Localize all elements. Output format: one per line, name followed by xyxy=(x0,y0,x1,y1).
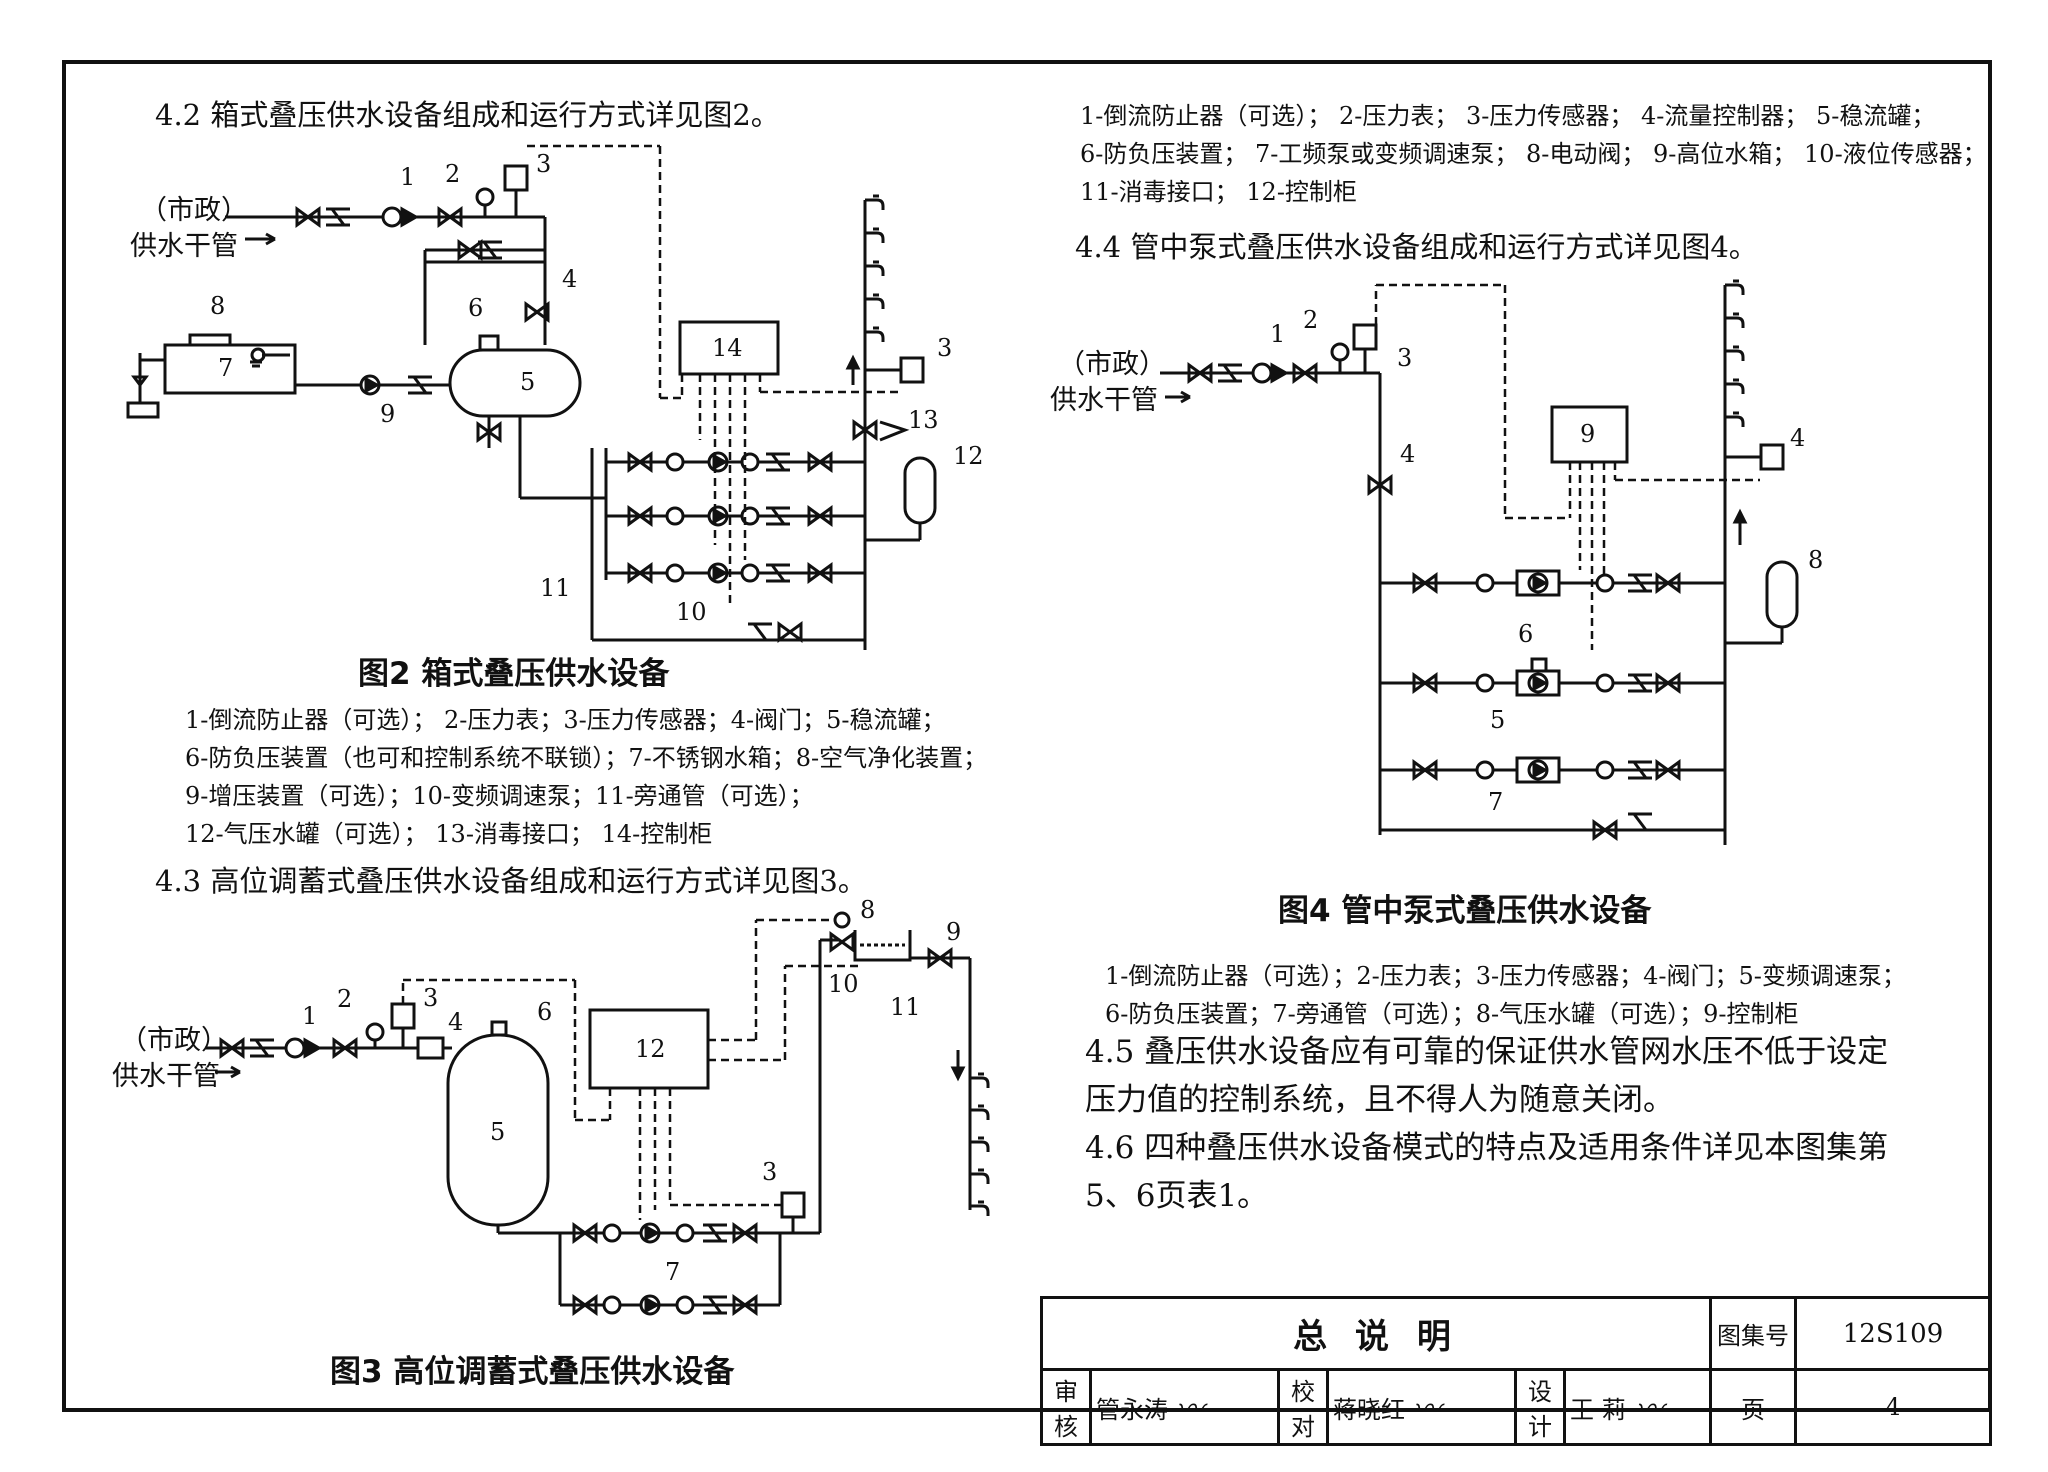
section-4-5-line-1: 4.5 叠压供水设备应有可靠的保证供水管网水压不低于设定 xyxy=(1085,1034,1889,1070)
checker-signature: 〰 xyxy=(1413,1392,1442,1425)
section-4-6-line-2: 5、6页表1。 xyxy=(1085,1178,1269,1214)
fig4-num-9: 9 xyxy=(1580,420,1596,448)
fig3-legend-line-1: 1-倒流防止器（可选）； 2-压力表； 3-压力传感器； 4-流量控制器； 5-… xyxy=(1080,102,1936,130)
fig4-num-8: 8 xyxy=(1808,546,1824,574)
fig3-num-9: 9 xyxy=(946,918,962,946)
section-4-2-heading: 4.2 箱式叠压供水设备组成和运行方式详见图2。 xyxy=(155,98,780,132)
fig2-num-12: 12 xyxy=(953,442,984,470)
fig4-caption: 图4 管中泵式叠压供水设备 xyxy=(1278,893,1652,929)
designer-signature: 〰 xyxy=(1635,1392,1664,1425)
fig2-diagram xyxy=(126,144,937,650)
fig3-num-7: 7 xyxy=(665,1258,681,1286)
fig3-diagram xyxy=(205,911,990,1316)
fig4-num-5: 5 xyxy=(1490,706,1506,734)
fig2-legend-line-2: 6-防负压装置（也可和控制系统不联锁）；7-不锈钢水箱；8-空气净化装置； xyxy=(185,744,988,772)
fig4-num-2: 2 xyxy=(1303,306,1319,334)
check-label: 校对 xyxy=(1277,1368,1329,1446)
fig3-num-12: 12 xyxy=(635,1035,666,1063)
fig2-num-4: 4 xyxy=(562,265,578,293)
fig3-num-8: 8 xyxy=(860,896,876,924)
title-block-title: 总 说 明 xyxy=(1040,1296,1712,1371)
section-4-3-heading: 4.3 高位调蓄式叠压供水设备组成和运行方式详见图3。 xyxy=(155,864,867,898)
fig4-inlet-label-bottom: 供水干管 xyxy=(1050,385,1158,416)
designer-name: 王 莉 xyxy=(1570,1396,1626,1424)
fig3-legend-line-3: 11-消毒接口； 12-控制柜 xyxy=(1080,178,1357,206)
fig2-num-5: 5 xyxy=(520,368,536,396)
fig2-num-9: 9 xyxy=(380,400,396,428)
page-label: 页 xyxy=(1709,1368,1797,1446)
design-label: 设计 xyxy=(1514,1368,1566,1446)
fig3-num-2: 2 xyxy=(337,985,353,1013)
fig3-num-10: 10 xyxy=(828,970,859,998)
fig4-num-7: 7 xyxy=(1488,788,1504,816)
fig4-num-3: 3 xyxy=(1397,344,1413,372)
fig3-legend-line-2: 6-防负压装置； 7-工频泵或变频调速泵； 8-电动阀； 9-高位水箱； 10-… xyxy=(1080,140,1987,168)
fig2-num-14: 14 xyxy=(712,334,743,362)
fig2-num-1: 1 xyxy=(400,163,416,191)
checker-name: 蒋晓红 xyxy=(1333,1396,1405,1424)
fig4-diagram xyxy=(1160,279,1799,845)
fig4-num-4b: 4 xyxy=(1790,424,1806,452)
fig2-num-7: 7 xyxy=(218,354,234,382)
fig2-caption: 图2 箱式叠压供水设备 xyxy=(358,656,670,692)
page-number: 4 xyxy=(1794,1368,1992,1446)
fig4-inlet-label-top: （市政） xyxy=(1058,349,1166,380)
fig4-num-4: 4 xyxy=(1400,440,1416,468)
fig4-legend-line-2: 6-防负压装置；7-旁通管（可选）；8-气压水罐（可选）；9-控制柜 xyxy=(1105,1000,1799,1028)
fig2-num-8: 8 xyxy=(210,292,226,320)
atlas-number-label: 图集号 xyxy=(1709,1296,1797,1371)
fig2-legend-line-1: 1-倒流防止器（可选）； 2-压力表；3-压力传感器；4-阀门；5-稳流罐； xyxy=(185,706,946,734)
atlas-number: 12S109 xyxy=(1794,1296,1992,1371)
fig4-num-1: 1 xyxy=(1270,320,1286,348)
fig2-num-6: 6 xyxy=(468,294,484,322)
fig2-legend-line-4: 12-气压水罐（可选）； 13-消毒接口； 14-控制柜 xyxy=(185,820,713,848)
fig3-num-11: 11 xyxy=(890,993,921,1021)
fig3-inlet-label-bottom: 供水干管 xyxy=(112,1061,220,1092)
review-label: 审核 xyxy=(1040,1368,1092,1446)
title-block: 总 说 明 图集号 12S109 审核 管永涛〰 校对 蒋晓红〰 设计 王 莉〰… xyxy=(1040,1296,1992,1446)
fig3-num-4: 4 xyxy=(448,1008,464,1036)
fig2-num-3b: 3 xyxy=(937,334,953,362)
fig4-legend-line-1: 1-倒流防止器（可选）；2-压力表；3-压力传感器；4-阀门；5-变频调速泵； xyxy=(1105,962,1906,990)
drawing-frame xyxy=(62,60,1992,1412)
fig3-inlet-label-top: （市政） xyxy=(120,1025,228,1056)
section-4-4-heading: 4.4 管中泵式叠压供水设备组成和运行方式详见图4。 xyxy=(1075,230,1758,264)
fig2-num-2: 2 xyxy=(445,160,461,188)
fig2-num-10: 10 xyxy=(676,598,707,626)
section-4-6-line-1: 4.6 四种叠压供水设备模式的特点及适用条件详见本图集第 xyxy=(1085,1130,1889,1166)
reviewer-name: 管永涛 xyxy=(1096,1396,1168,1424)
fig2-num-3: 3 xyxy=(536,150,552,178)
fig3-num-1: 1 xyxy=(302,1002,318,1030)
fig2-inlet-label-top: （市政） xyxy=(140,195,248,226)
fig4-num-6: 6 xyxy=(1518,620,1534,648)
fig3-caption: 图3 高位调蓄式叠压供水设备 xyxy=(330,1354,735,1390)
fig3-num-3b: 3 xyxy=(762,1158,778,1186)
fig3-num-6: 6 xyxy=(537,998,553,1026)
fig2-num-11: 11 xyxy=(540,574,571,602)
fig2-legend-line-3: 9-增压装置（可选）；10-变频调速泵；11-旁通管（可选）； xyxy=(185,782,814,810)
fig2-num-13: 13 xyxy=(908,406,939,434)
fig3-num-3: 3 xyxy=(423,984,439,1012)
section-4-5-line-2: 压力值的控制系统，且不得人为随意关闭。 xyxy=(1085,1082,1674,1118)
reviewer-signature: 〰 xyxy=(1176,1392,1205,1425)
fig2-inlet-label-bottom: 供水干管 xyxy=(130,231,238,262)
fig3-num-5: 5 xyxy=(490,1118,506,1146)
